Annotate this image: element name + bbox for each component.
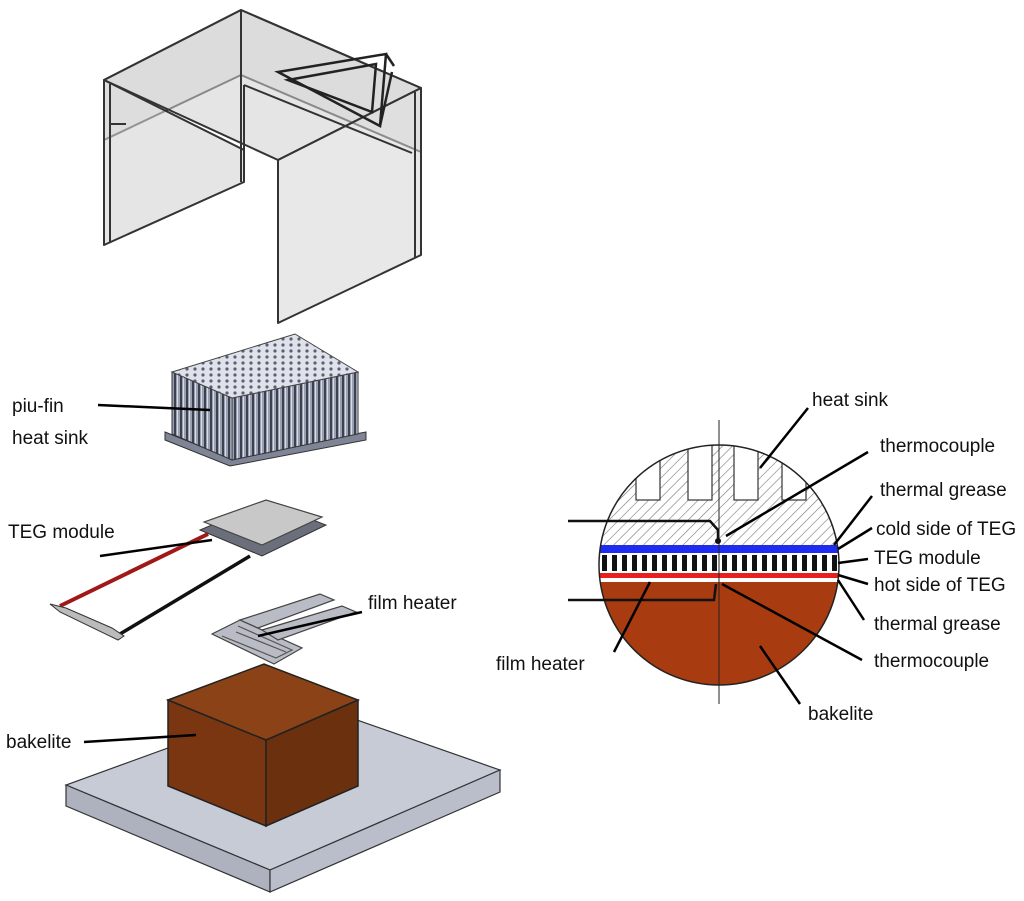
label-cs-thermal-grease-bottom: thermal grease: [874, 614, 1001, 635]
label-teg-module: TEG module: [8, 522, 115, 543]
label-heat-sink: heat sink: [12, 428, 89, 449]
acrylic-enclosure: [103, 9, 422, 324]
label-pin-fin: piu-fin: [12, 396, 64, 417]
bakelite-block: [165, 663, 360, 828]
cross-section-detail: [568, 420, 840, 704]
label-film-heater: film heater: [368, 593, 457, 614]
teg-module: [49, 499, 328, 641]
label-cs-heat-sink: heat sink: [812, 390, 889, 411]
label-cs-thermocouple-bottom: thermocouple: [874, 651, 989, 672]
label-cs-thermocouple-top: thermocouple: [880, 436, 995, 457]
label-cs-cold-side: cold side of TEG: [876, 519, 1016, 540]
left-callouts: [83, 403, 363, 744]
label-cs-thermal-grease-top: thermal grease: [880, 480, 1007, 501]
label-bakelite: bakelite: [6, 732, 72, 753]
label-cs-bakelite: bakelite: [808, 704, 874, 725]
label-cs-teg-module: TEG module: [874, 548, 981, 569]
label-cs-hot-side: hot side of TEG: [874, 575, 1006, 596]
pin-fin-heat-sink: [164, 333, 367, 467]
probe-holder: [274, 52, 396, 128]
label-cs-film-heater: film heater: [496, 654, 585, 675]
right-callouts: [612, 407, 873, 705]
